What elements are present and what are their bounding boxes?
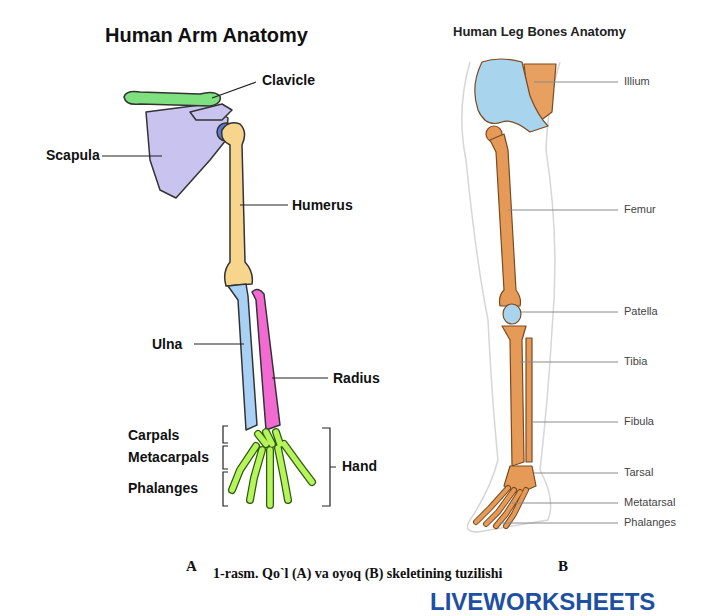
part-label: Metatarsal bbox=[624, 496, 675, 509]
part-label: Carpals bbox=[128, 427, 179, 443]
patella-bone bbox=[503, 304, 521, 324]
ilium-bone bbox=[475, 59, 548, 132]
clavicle-bone bbox=[124, 92, 220, 106]
femur-bone bbox=[490, 134, 521, 306]
part-label: Ulna bbox=[152, 336, 182, 352]
part-label: Metacarpals bbox=[128, 449, 209, 465]
tibia-bone bbox=[502, 326, 526, 466]
part-label: Phalanges bbox=[128, 480, 198, 496]
part-label: Radius bbox=[333, 370, 380, 386]
part-label: Scapula bbox=[46, 147, 100, 163]
hand-bones bbox=[232, 432, 312, 505]
watermark: LIVEWORKSHEETS bbox=[430, 588, 655, 616]
part-label: Femur bbox=[624, 203, 656, 216]
part-label: Tarsal bbox=[624, 466, 653, 479]
panel-letter: A bbox=[186, 558, 197, 575]
radius-bone bbox=[252, 289, 280, 430]
leg-outline bbox=[462, 62, 560, 532]
part-label: Patella bbox=[624, 305, 658, 318]
fibula-bone bbox=[526, 338, 532, 462]
panel-letter: B bbox=[558, 558, 568, 575]
leg-leader-lines bbox=[500, 82, 618, 523]
foot-bones bbox=[476, 488, 526, 526]
part-label: Humerus bbox=[292, 197, 353, 213]
part-label: Fibula bbox=[624, 415, 654, 428]
panel-title: Human Leg Bones Anatomy bbox=[453, 25, 626, 40]
part-label: Tibia bbox=[624, 355, 647, 368]
part-label: Illium bbox=[624, 75, 650, 88]
ulna-bone bbox=[228, 284, 257, 430]
panel-title: Human Arm Anatomy bbox=[105, 24, 308, 47]
part-label: Hand bbox=[342, 458, 377, 474]
part-label: Phalanges bbox=[624, 516, 676, 529]
figure-caption: 1-rasm. Qo`l (A) va oyoq (B) skeletining… bbox=[213, 566, 502, 582]
leader-lines bbox=[102, 82, 336, 506]
part-label: Clavicle bbox=[262, 72, 315, 88]
